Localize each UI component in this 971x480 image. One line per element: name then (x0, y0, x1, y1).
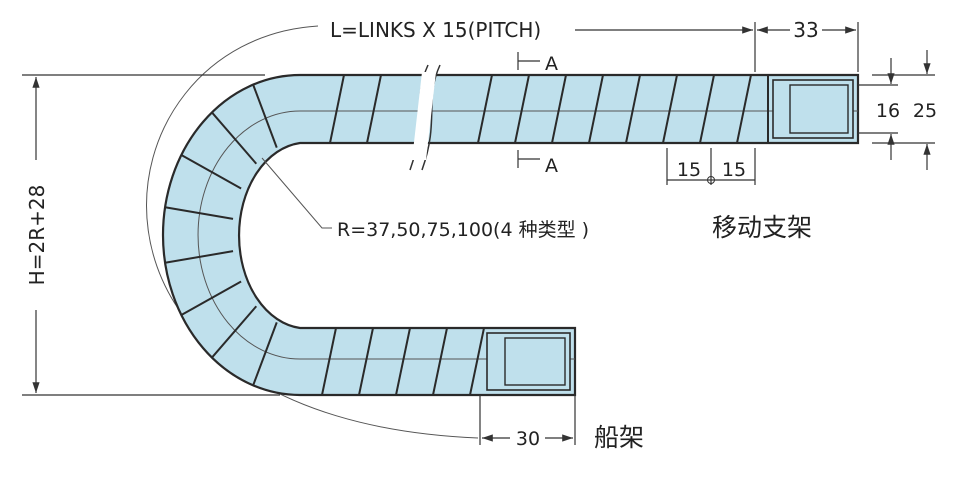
link-divider (164, 250, 234, 264)
section-label-bottom: A (545, 155, 558, 177)
link-divider (514, 74, 530, 144)
link-divider (588, 74, 604, 144)
link-divider (252, 322, 278, 386)
link-divider (699, 74, 715, 144)
link-divider (477, 74, 493, 144)
end-length-label: 33 (793, 18, 818, 42)
moving-bracket (772, 79, 854, 139)
height-extension-lines (22, 74, 280, 396)
pitch-dimension (666, 148, 756, 185)
link-divider (469, 327, 485, 396)
moving-bracket-inner (789, 84, 849, 134)
pitch-left-label: 15 (677, 159, 701, 181)
break-gap (412, 72, 436, 160)
fixed-length-label: 30 (516, 428, 540, 450)
fixed-bracket-inner (504, 337, 566, 386)
link-divider (180, 154, 242, 190)
fixed-bracket-label: 船架 (594, 423, 644, 452)
link-divider (551, 74, 567, 144)
link-divider (252, 84, 278, 148)
link-divider (211, 305, 258, 359)
link-divider (329, 74, 345, 144)
link-divider (736, 74, 752, 144)
link-divider (358, 327, 374, 396)
link-divider (432, 327, 448, 396)
height-extension-lines (858, 74, 935, 144)
link-divider (395, 327, 411, 396)
link-divider (164, 206, 234, 220)
fixed-extension-lines (479, 395, 576, 445)
link-divider (180, 280, 242, 316)
section-mark-bottom (517, 150, 540, 168)
link-divider (211, 111, 258, 165)
inner-height-label: 16 (876, 100, 900, 122)
radius-leader (261, 157, 332, 229)
moving-bracket-label: 移动支架 (712, 213, 812, 242)
outer-height-label: 25 (913, 100, 937, 122)
pitch-right-label: 15 (722, 159, 746, 181)
link-divider (321, 327, 337, 396)
fixed-bracket (486, 332, 571, 391)
length-label: L=LINKS X 15(PITCH) (330, 18, 541, 42)
length-arc (146, 25, 479, 439)
section-label-top: A (545, 53, 558, 75)
total-height-label: H=2R+28 (25, 185, 49, 286)
chain-links (164, 74, 752, 396)
section-mark-top (517, 52, 540, 70)
pitch-center-mark (707, 176, 715, 184)
chain-centerline (197, 110, 858, 360)
radius-label: R=37,50,75,100(4 种类型 ) (337, 219, 589, 241)
link-divider (662, 74, 678, 144)
link-divider (625, 74, 641, 144)
link-divider (366, 74, 382, 144)
